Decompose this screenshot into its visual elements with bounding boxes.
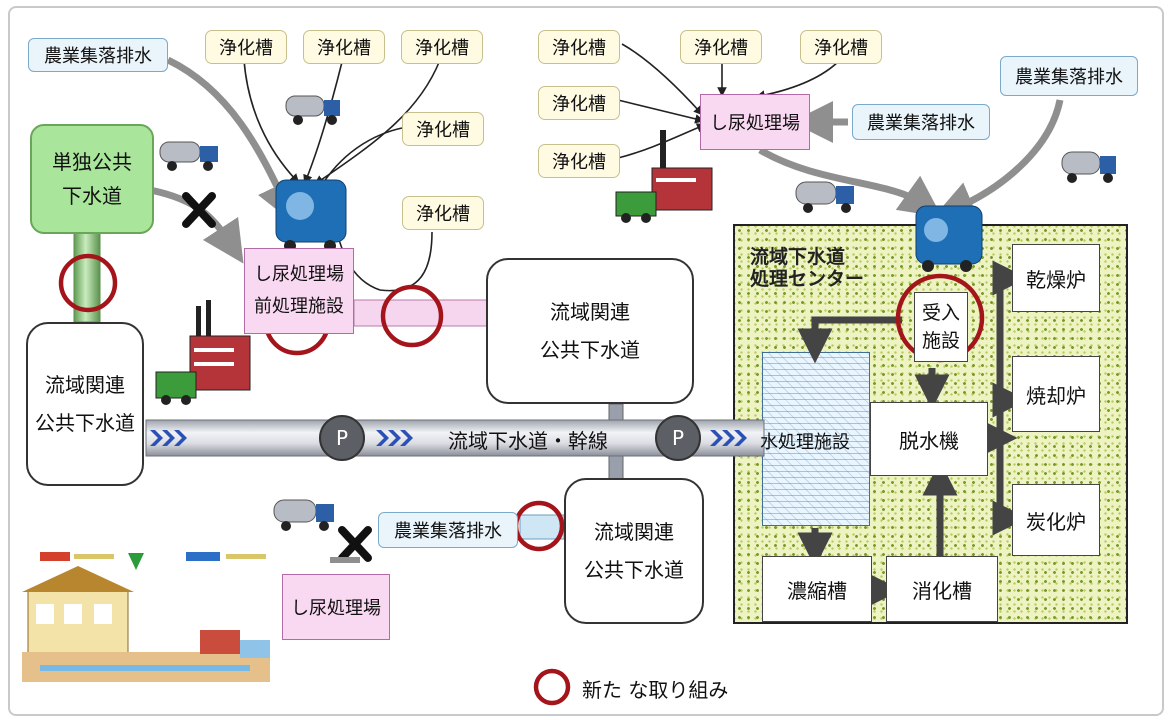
joka-3: 浄化槽 [401, 30, 483, 64]
joka-8: 浄化槽 [538, 144, 620, 178]
ryuiki-kanren-left: 流域関連 公共下水道 [26, 322, 144, 486]
flow-nogyo-to-truck [166, 56, 297, 224]
pump-right [655, 415, 701, 461]
trunk-chevrons [150, 430, 747, 446]
line-joka5 [328, 207, 433, 292]
nogyo-top-left: 農業集落排水 [28, 38, 168, 72]
line-joka2 [303, 61, 343, 185]
factory-icon-1 [155, 300, 251, 405]
dassui-ki: 脱水機 [870, 402, 988, 476]
shinyo-bottom: し尿処理場 [282, 574, 390, 640]
factory-icon-2 [615, 130, 713, 223]
flow-nogyo-tr-to-center [932, 99, 1064, 222]
legend-text: 新た な取り組み [582, 678, 729, 702]
blue-pipe-stub [519, 514, 565, 540]
mizushori-shisetsu-label: 水処理施設 [760, 432, 850, 453]
nogyo-mid-right: 農業集落排水 [852, 104, 990, 140]
arrow-to-kanso [992, 260, 1028, 438]
arrow-ukeire-to-mizu [797, 316, 902, 364]
nogyo-bottom: 農業集落排水 [378, 512, 518, 548]
tanka-ro: 炭化炉 [1012, 484, 1100, 556]
line-joka7 [617, 99, 705, 124]
trunk-label: 流域下水道・幹線 [448, 429, 608, 453]
joka-5: 浄化槽 [402, 196, 484, 230]
joka-7: 浄化槽 [538, 86, 620, 120]
legend-circle [533, 668, 571, 706]
joka-2: 浄化槽 [303, 30, 385, 64]
truck-icon-5 [273, 499, 334, 531]
flow-shinyo-tr-to-center [758, 146, 943, 218]
joka-9: 浄化槽 [680, 30, 762, 64]
water-treatment-tank [762, 352, 870, 526]
arrow-to-tanka [992, 438, 1028, 536]
pump-label-right: P [671, 426, 685, 450]
ryuiki-kanren-mid: 流域関連 公共下水道 [486, 258, 694, 404]
vacuum-truck-icon-1 [275, 179, 347, 252]
joka-10: 浄化槽 [800, 30, 882, 64]
pump-label-left: P [335, 426, 349, 450]
new-circle-pink-pipe [380, 284, 444, 348]
shinyo-top-right: し尿処理場 [700, 94, 810, 150]
line-joka10 [755, 59, 841, 100]
vacuum-truck-icon-2 [915, 205, 983, 272]
pump-left [319, 415, 365, 461]
truck-icon-2 [285, 95, 340, 125]
truck-icon-1 [159, 141, 218, 171]
kanso-ro: 乾燥炉 [1012, 244, 1100, 312]
joka-6: 浄化槽 [538, 30, 620, 64]
line-joka3 [314, 59, 441, 185]
line-joka6 [621, 43, 704, 116]
joka-4: 浄化槽 [402, 112, 484, 146]
truck-icon-3 [795, 181, 854, 213]
noshuku-so: 濃縮槽 [762, 556, 872, 622]
ukeire-shisetsu: 受入 施設 [914, 292, 968, 362]
ryuiki-kanren-bottom: 流域関連 公共下水道 [564, 478, 704, 624]
house-sewer-illustration [22, 552, 270, 682]
truck-icon-4 [1061, 151, 1116, 183]
vertical-connector-bottom [608, 455, 624, 481]
nogyo-top-right: 農業集落排水 [1000, 56, 1138, 96]
shoka-so: 消化槽 [886, 556, 998, 622]
joka-1: 浄化槽 [205, 30, 287, 64]
shokyaku-ro: 焼却炉 [1012, 356, 1100, 432]
x-mark-bottom [338, 526, 372, 562]
pink-pipe [353, 299, 489, 327]
line-joka1 [243, 59, 300, 184]
tandoku-koukyou-gesuidou: 単独公共 下水道 [30, 124, 154, 234]
shinyo-zenshori: し尿処理場 前処理施設 [244, 248, 354, 334]
line-joka4 [317, 127, 403, 193]
x-mark-top [182, 192, 216, 228]
center-title: 流域下水道 処理センター [750, 246, 865, 290]
new-circle-green-pipe [58, 253, 118, 313]
